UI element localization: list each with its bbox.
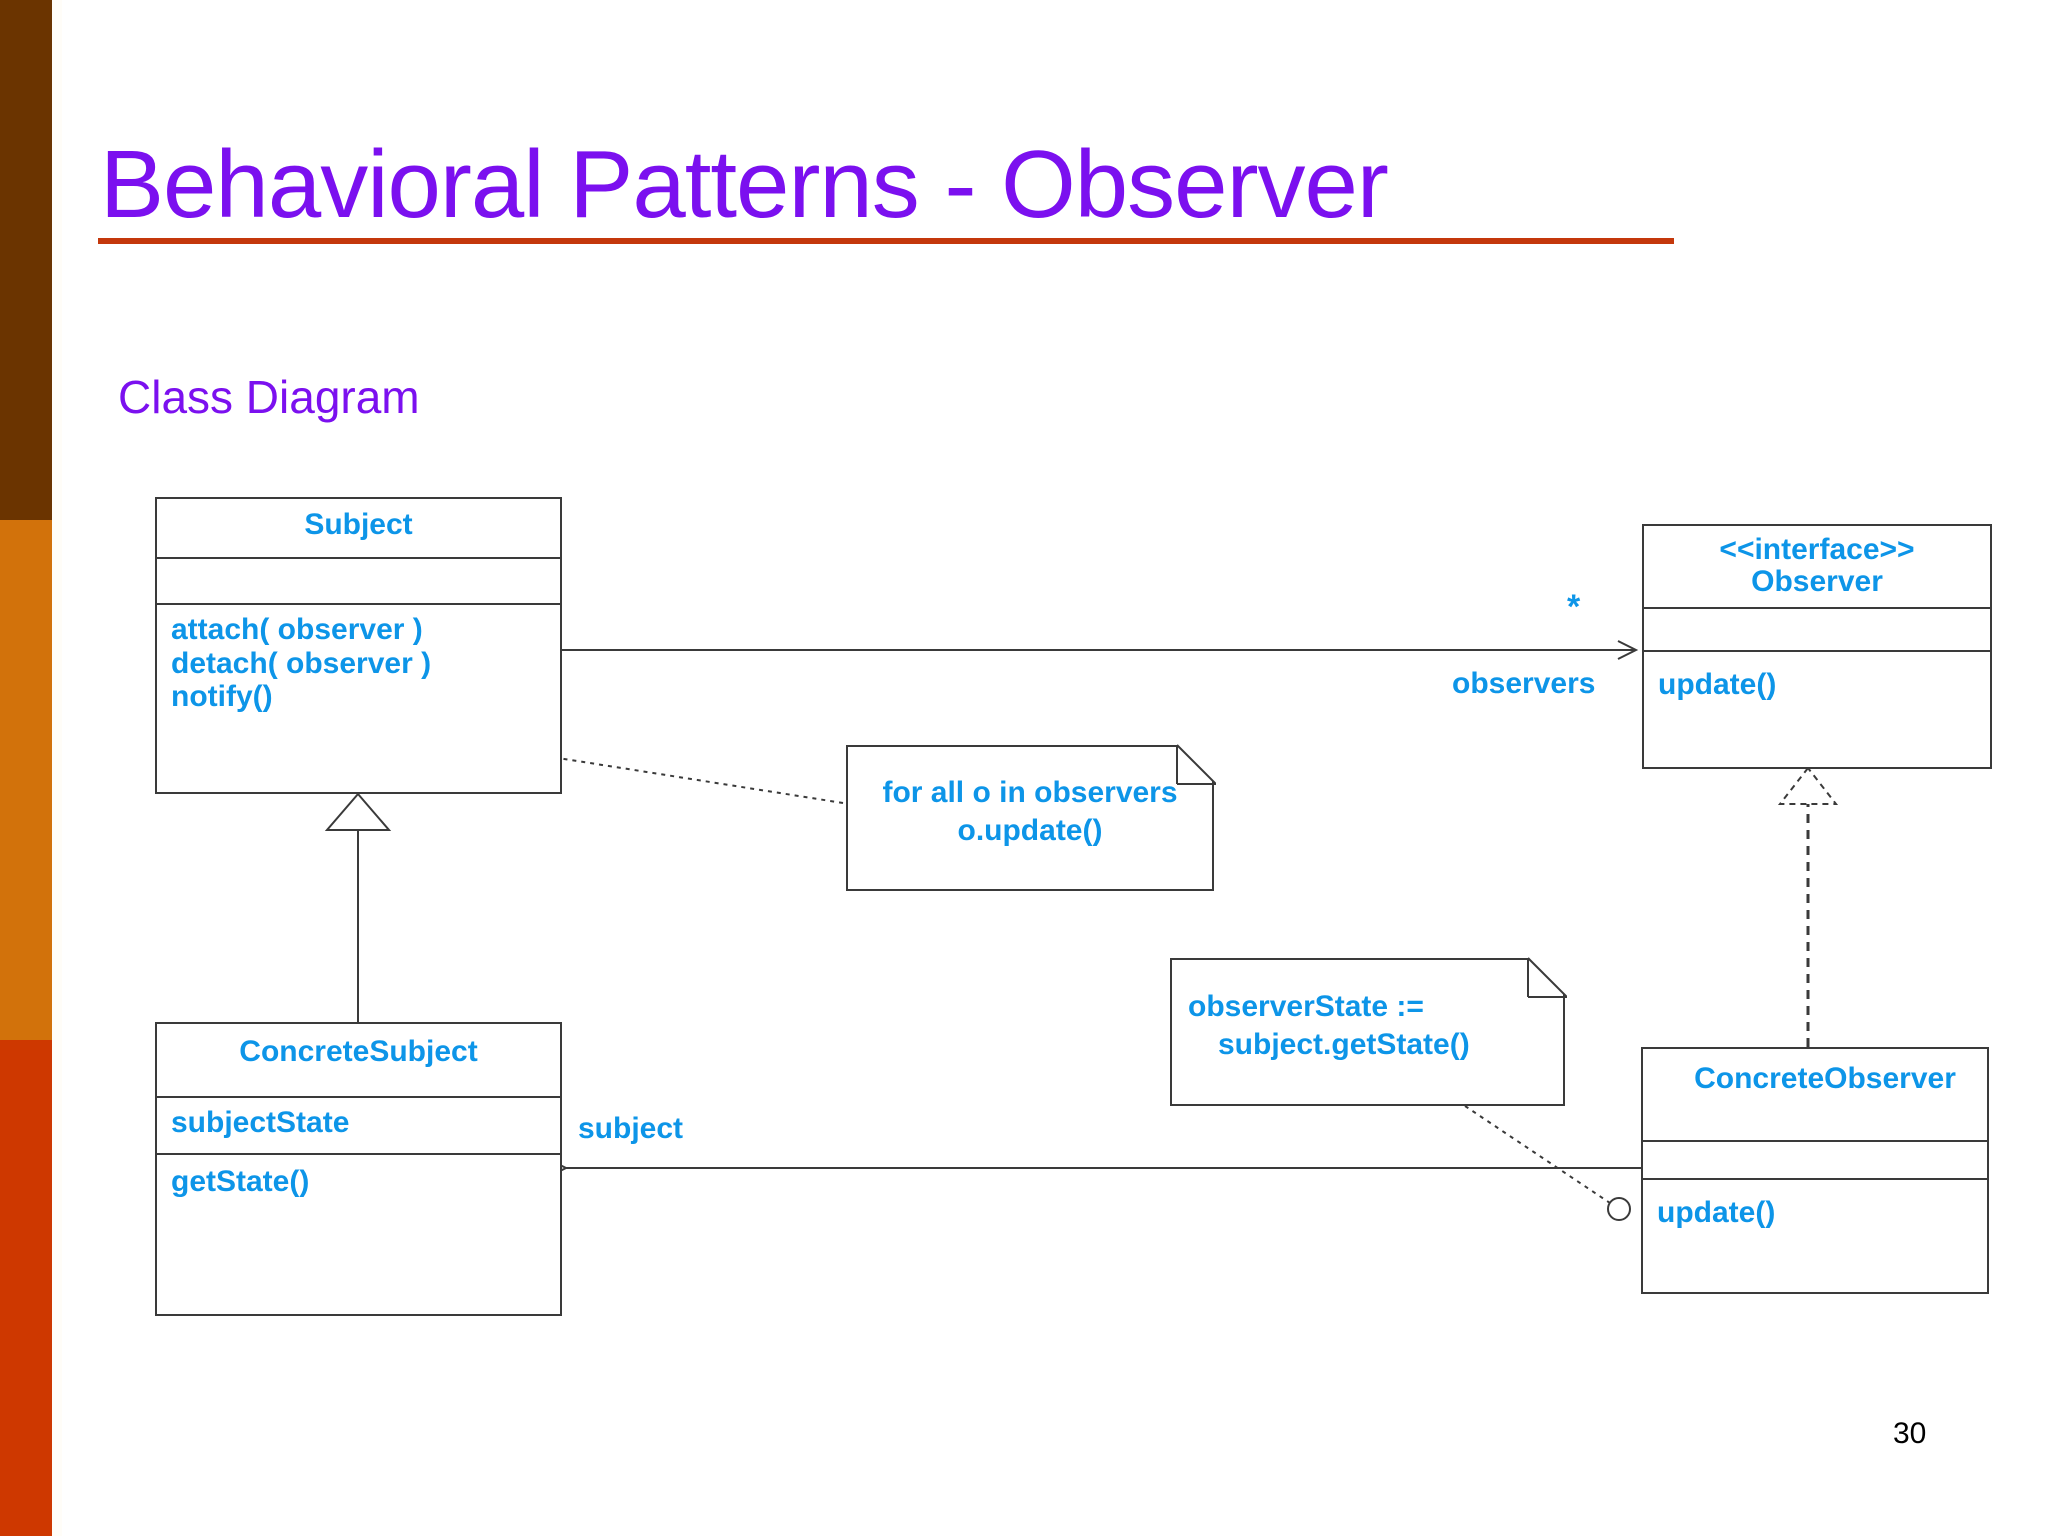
page-title: Behavioral Patterns - Observer <box>100 131 1389 238</box>
class-concreteobserver-name-compartment: ConcreteObserver <box>1643 1049 1987 1140</box>
title-underline-rule <box>98 238 1674 244</box>
class-observer-stereotype: <<interface>> <box>1719 533 1915 566</box>
note-folded-corner-icon <box>1525 956 1567 998</box>
class-subject-operation-attach: attach( observer ) <box>171 613 423 646</box>
class-concretesubject-name: ConcreteSubject <box>239 1035 478 1068</box>
class-concretesubject-operations-compartment: getState() <box>157 1153 560 1316</box>
class-concretesubject-operation-getstate: getState() <box>171 1165 310 1198</box>
class-concreteobserver-operation-update: update() <box>1657 1196 1776 1229</box>
class-subject-operation-notify: notify() <box>171 680 273 714</box>
sidebar-band-top <box>0 0 52 520</box>
note-observer-state-line2: subject.getState() <box>1218 1027 1470 1061</box>
association-role-label-observers: observers <box>1452 667 1596 700</box>
note-observer-state-line1: observerState := <box>1188 990 1424 1023</box>
class-box-concretesubject[interactable]: ConcreteSubject subjectState getState() <box>155 1022 562 1316</box>
association-role-label-subject: subject <box>578 1112 684 1145</box>
association-multiplicity-label: * <box>1567 588 1581 626</box>
subtitle: Class Diagram <box>118 371 420 423</box>
class-concreteobserver-name: ConcreteObserver <box>1694 1062 1956 1095</box>
class-concretesubject-name-compartment: ConcreteSubject <box>157 1024 560 1096</box>
class-concretesubject-attributes-compartment: subjectState <box>157 1096 560 1153</box>
note-for-all-observers[interactable]: for all o in observers o.update() <box>846 743 1216 891</box>
note-body <box>1170 958 1565 1106</box>
class-observer-attributes-compartment <box>1644 607 1990 650</box>
sidebar-band-middle <box>0 520 52 1040</box>
class-subject-attributes-compartment <box>157 557 560 603</box>
note-observer-state[interactable]: observerState := subject.getState() <box>1170 956 1567 1106</box>
class-subject-name: Subject <box>304 508 413 541</box>
class-observer-operations-compartment: update() <box>1644 650 1990 767</box>
class-concreteobserver-operations-compartment: update() <box>1643 1178 1987 1292</box>
slide-page-number: 30 <box>1893 1417 1927 1450</box>
sidebar-gap <box>52 0 62 1536</box>
sidebar-band-bottom <box>0 1040 52 1536</box>
note-folded-corner-icon <box>1174 743 1216 785</box>
class-observer-operation-update: update() <box>1658 668 1777 701</box>
class-box-observer[interactable]: <<interface>> Observer update() <box>1642 524 1992 769</box>
class-subject-operations-compartment: attach( observer ) detach( observer ) no… <box>157 603 560 792</box>
class-concretesubject-attribute-subjectstate: subjectState <box>171 1106 350 1139</box>
note-anchor-circle-observerstate <box>1607 1197 1631 1221</box>
class-subject-name-compartment: Subject <box>157 499 560 557</box>
class-observer-name-compartment: <<interface>> Observer <box>1644 526 1990 607</box>
class-box-concreteobserver[interactable]: ConcreteObserver update() <box>1641 1047 1989 1294</box>
note-for-all-observers-line1: for all o in observers <box>882 776 1178 809</box>
note-body <box>846 745 1214 891</box>
note-for-all-observers-line2: o.update() <box>957 813 1103 847</box>
realization-triangle-observer <box>1777 766 1839 805</box>
class-subject-operation-detach: detach( observer ) <box>171 646 432 680</box>
note-anchor-observerstate <box>1464 1105 1614 1206</box>
class-box-subject[interactable]: Subject attach( observer ) detach( obser… <box>155 497 562 794</box>
class-concreteobserver-attributes-compartment <box>1643 1140 1987 1178</box>
class-observer-name: Observer <box>1751 565 1883 599</box>
generalization-triangle-subject <box>324 792 392 831</box>
